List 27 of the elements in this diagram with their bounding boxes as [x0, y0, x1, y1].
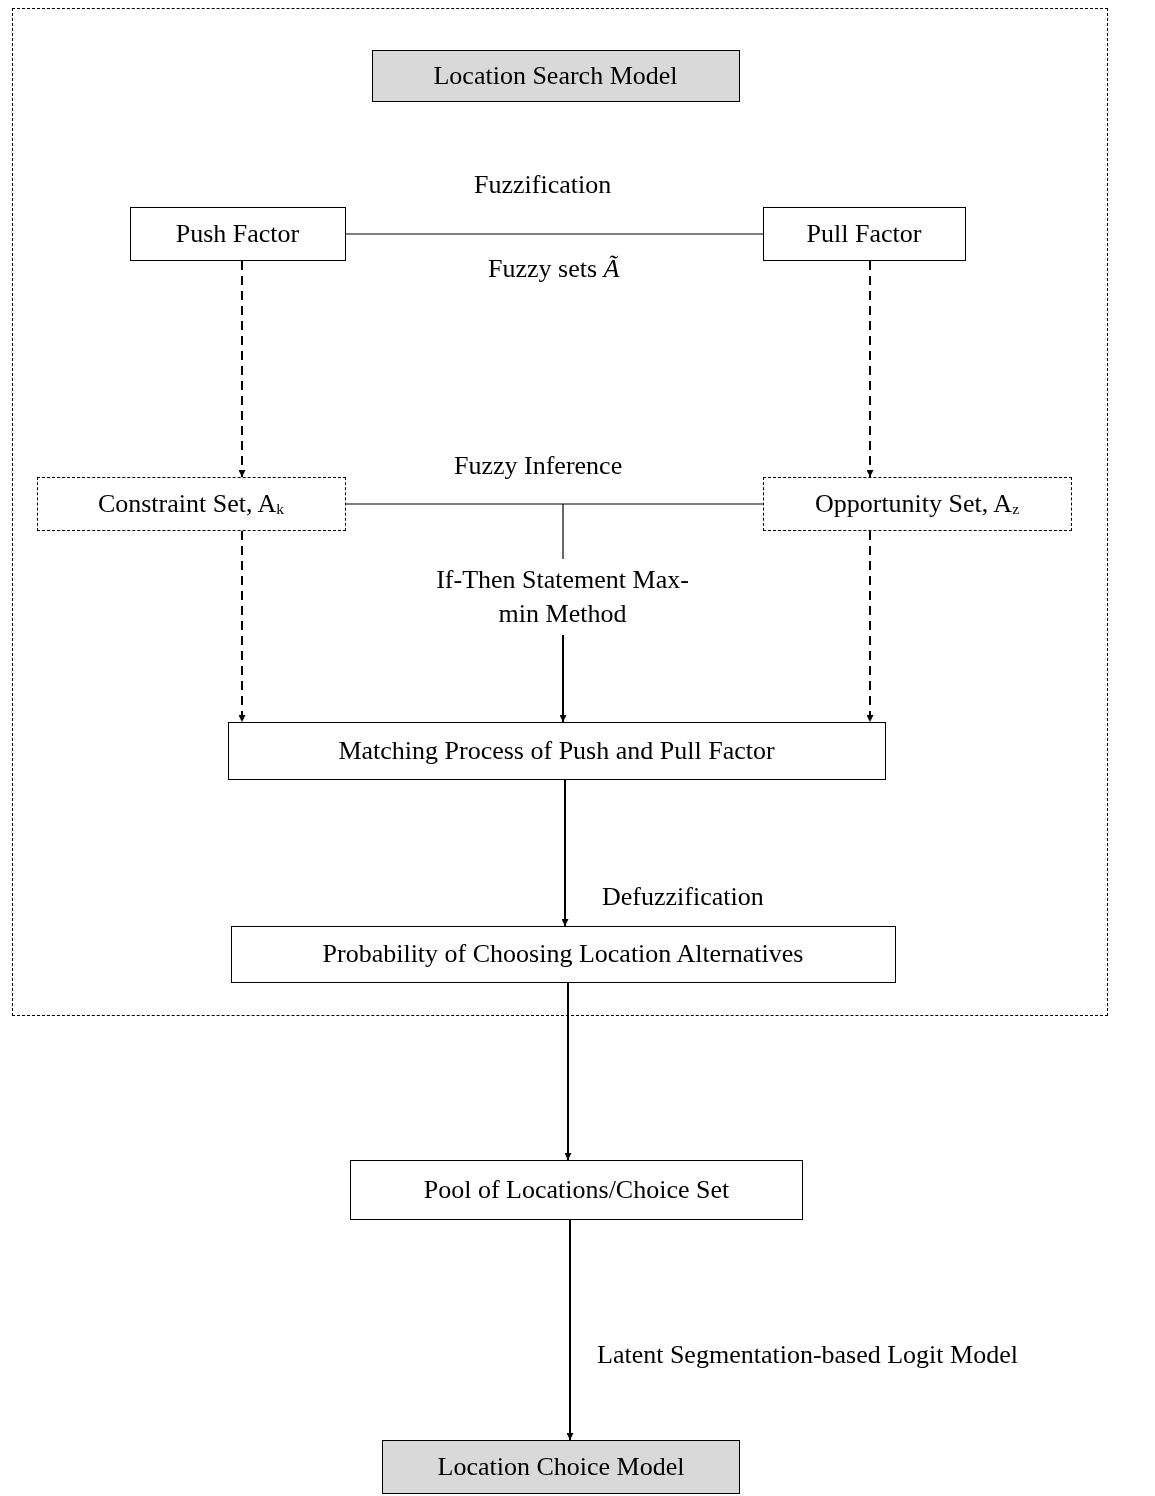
connector-line: [345, 503, 764, 505]
arrow: [564, 982, 572, 1161]
edge-label: Fuzzification: [474, 170, 612, 200]
set-box: Opportunity Set, A$_{z}$: [762, 476, 1072, 531]
process-box: Pool of Locations/Choice Set: [350, 1160, 803, 1220]
annotation-text: Fuzzy sets Ã: [488, 254, 620, 284]
edge-label: Fuzzy Inference: [454, 451, 623, 481]
arrow: [866, 530, 874, 723]
connector-line: [562, 503, 564, 560]
arrow: [866, 260, 874, 478]
model-box: Location Search Model: [371, 49, 740, 102]
arrow: [238, 530, 246, 723]
arrow: [566, 1219, 574, 1441]
process-box: Probability of Choosing Location Alternatives: [230, 925, 896, 983]
edge-label: Defuzzification: [602, 882, 764, 912]
connector-line: [345, 233, 764, 235]
arrow: [238, 260, 246, 478]
arrow: [559, 634, 567, 723]
factor-box: Push Factor: [129, 206, 346, 261]
set-box: Constraint Set, A$_{k}$: [36, 476, 346, 531]
method-text: If-Then Statement Max-min Method: [432, 558, 693, 635]
arrow: [561, 779, 569, 927]
edge-label: Latent Segmentation-based Logit Model: [597, 1340, 1018, 1370]
model-box: Location Choice Model: [382, 1440, 740, 1494]
process-box: Matching Process of Push and Pull Factor: [227, 721, 886, 780]
factor-box: Pull Factor: [762, 206, 966, 261]
dashed-frame: [12, 8, 1108, 1016]
